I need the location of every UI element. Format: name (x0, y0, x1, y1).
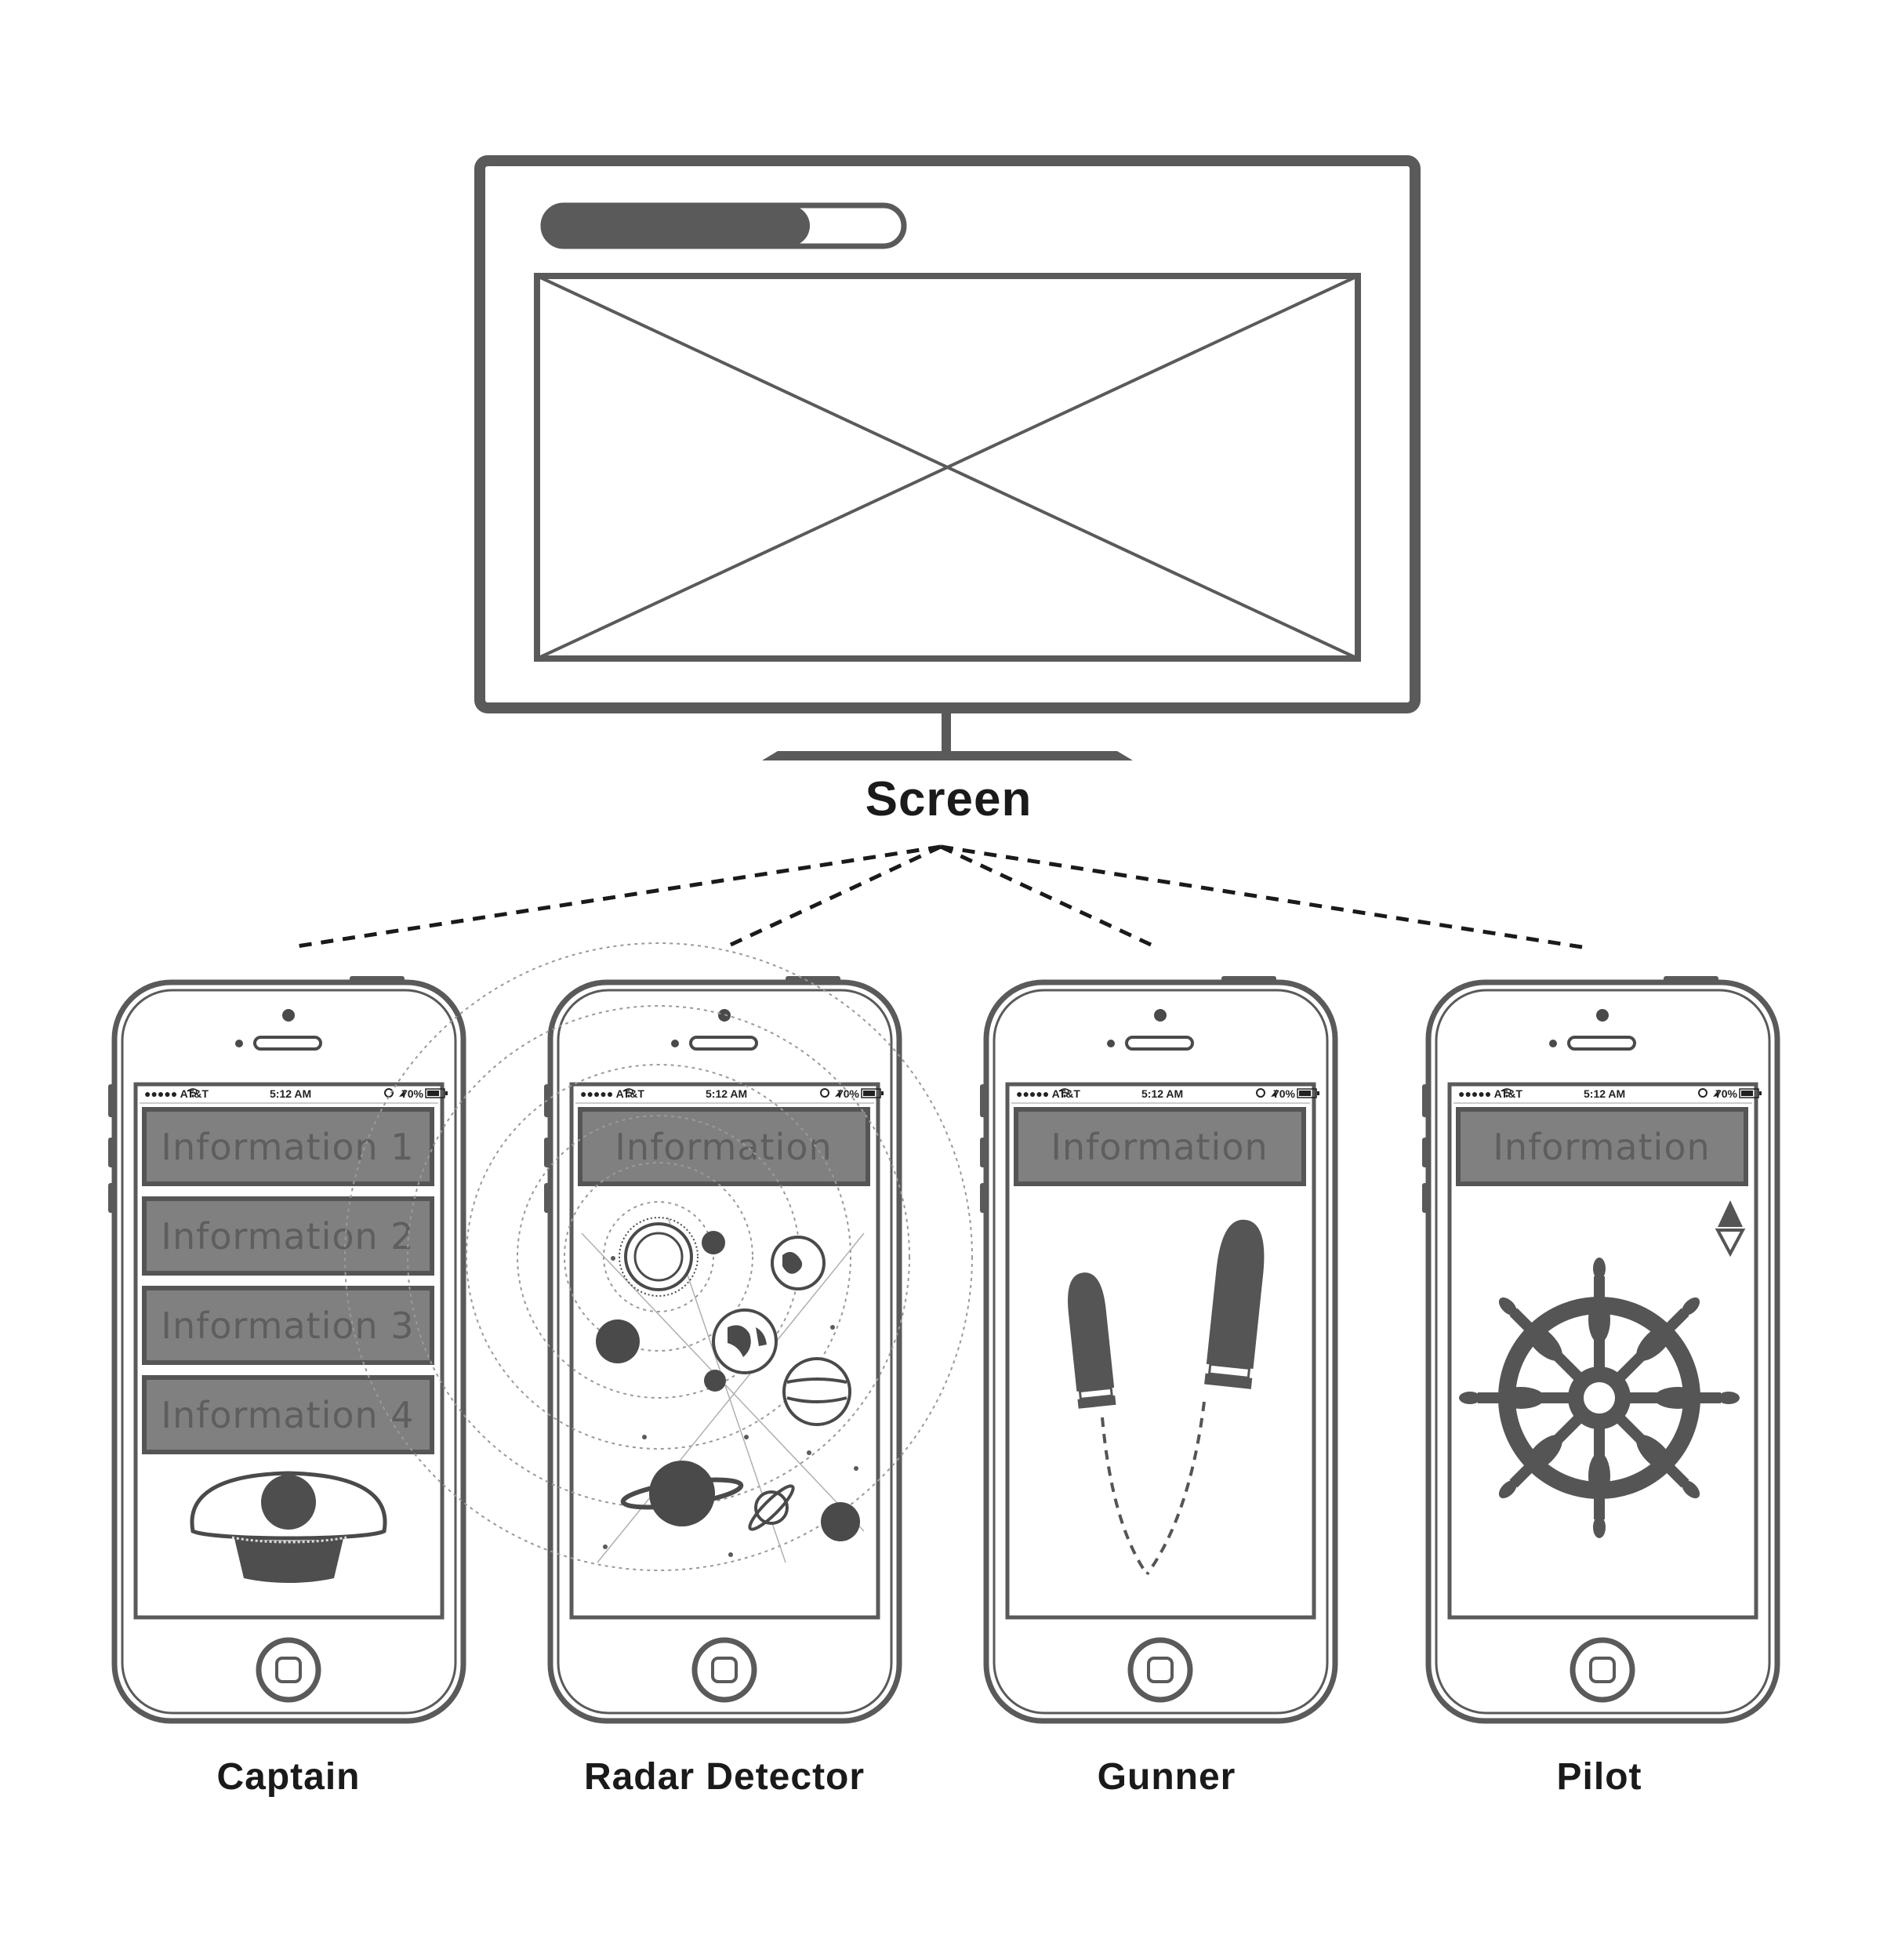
info-label: Information (615, 1126, 832, 1168)
info-label: Information (1051, 1126, 1268, 1168)
info-label: Information 3 (161, 1305, 414, 1347)
status-time: 5:12 AM (1584, 1087, 1625, 1100)
phone-captain: ●●●●● AT&T 5:12 AM 70% Information 1 Inf… (108, 976, 463, 1721)
info-label: Information (1493, 1126, 1710, 1168)
monitor-neck (942, 706, 951, 754)
role-label-gunner: Gunner (1098, 1756, 1236, 1798)
status-carrier: ●●●●● AT&T (1458, 1087, 1522, 1100)
status-time: 5:12 AM (270, 1087, 311, 1100)
status-carrier: ●●●●● AT&T (1016, 1087, 1080, 1100)
screen-progress-bar (543, 205, 904, 246)
info-box[interactable]: Information 4 (144, 1377, 432, 1452)
connector-pilot (941, 847, 1582, 947)
status-battery: 70% (401, 1087, 424, 1100)
phone-gunner: ●●●●● AT&T 5:12 AM 70% Information (980, 976, 1335, 1721)
ship-wheel-icon (1459, 1258, 1740, 1538)
connector-captain (292, 847, 941, 947)
phone-pilot: ●●●●● AT&T 5:12 AM 70% Information (1422, 976, 1777, 1721)
monitor-base (762, 751, 1133, 760)
role-label-pilot: Pilot (1557, 1756, 1642, 1798)
status-time: 5:12 AM (1141, 1087, 1183, 1100)
info-box[interactable]: Information 1 (144, 1109, 432, 1184)
screen-label: Screen (866, 772, 1032, 826)
info-box[interactable]: Information (1016, 1109, 1304, 1184)
connector-gunner (941, 847, 1151, 945)
status-carrier: ●●●●● AT&T (144, 1087, 209, 1100)
status-time: 5:12 AM (706, 1087, 747, 1100)
image-placeholder (537, 276, 1358, 659)
status-battery: 70% (1273, 1087, 1296, 1100)
status-battery: 70% (1715, 1087, 1738, 1100)
progress-fill (543, 205, 810, 246)
info-box[interactable]: Information (1458, 1109, 1746, 1184)
info-label: Information 4 (161, 1394, 414, 1436)
role-label-radar-detector: Radar Detector (584, 1756, 865, 1798)
status-carrier: ●●●●● AT&T (580, 1087, 644, 1100)
role-label-captain: Captain (216, 1756, 360, 1798)
monitor (480, 161, 1415, 760)
info-box[interactable]: Information 3 (144, 1288, 432, 1363)
info-label: Information 1 (161, 1126, 414, 1168)
connectors (292, 847, 1582, 947)
info-box[interactable]: Information 2 (144, 1199, 432, 1273)
info-label: Information 2 (161, 1215, 414, 1258)
connector-radar-detector (731, 847, 941, 945)
